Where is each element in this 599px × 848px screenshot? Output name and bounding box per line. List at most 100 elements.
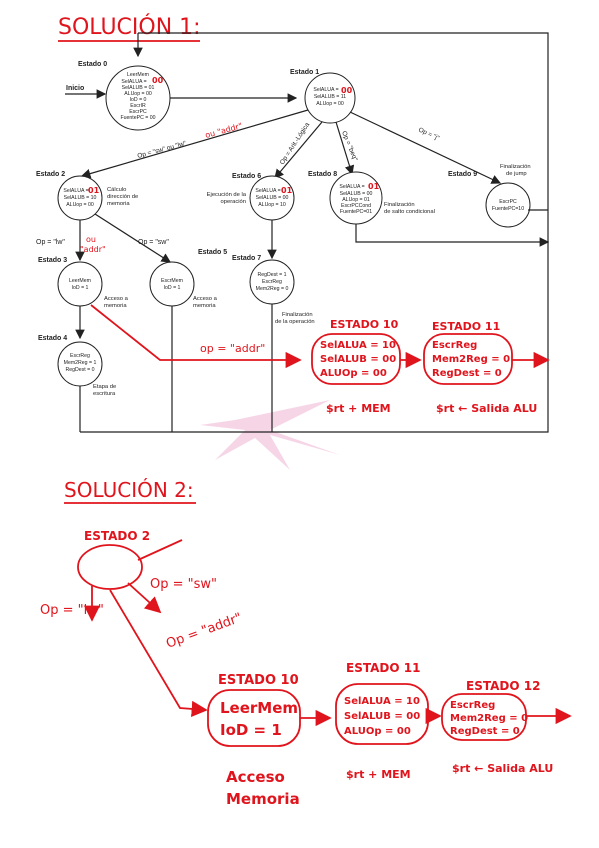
svg-text:Mem2Reg = 0: Mem2Reg = 0: [450, 713, 528, 724]
s1-estado-11-lines: EscrReg Mem2Reg = 0 RegDest = 0: [432, 340, 510, 379]
svg-text:RegDest = 0: RegDest = 0: [66, 367, 95, 373]
svg-text:memoria: memoria: [104, 303, 127, 309]
s1-estado-11-note: $rt ← Salida ALU: [436, 402, 537, 415]
s1-estado-11-box: [423, 333, 513, 385]
estado-6-note: Ejecución de la operación: [207, 192, 247, 205]
s2-estado-2-circle: [77, 544, 143, 590]
svg-text:IoD = 0: IoD = 0: [130, 97, 147, 103]
svg-text:SelALUB = 01: SelALUB = 01: [122, 85, 155, 91]
s2-label-op-lw: Op = "lw": [40, 603, 104, 618]
label-op-addr-red: ou "addr": [204, 121, 243, 140]
estado-6-red-value: 01: [281, 186, 293, 195]
svg-text:memoria: memoria: [107, 201, 130, 207]
svg-text:Mem2Reg = 0: Mem2Reg = 0: [256, 286, 289, 292]
svg-text:operación: operación: [221, 199, 246, 205]
svg-text:de la operación: de la operación: [275, 319, 315, 325]
estado-5-lines: EscrMem IoD = 1: [161, 278, 183, 291]
s2-label-op-addr: Op = "addr": [164, 610, 244, 651]
estado-4-lines: EscrReg Mem2Reg = 1 RegDest = 0: [64, 353, 97, 373]
label-op-addr: op = "addr": [200, 342, 265, 355]
solution-1-title: SOLUCIÓN 1:: [58, 14, 201, 40]
svg-text:SelALUB = 11: SelALUB = 11: [314, 94, 346, 100]
estado-7-name: Estado 7: [232, 255, 261, 262]
svg-text:RegDest = 1: RegDest = 1: [258, 272, 287, 278]
estado-8-lines: SelALUA = SelALUB = 00 ALUop = 01 EscrPC…: [339, 184, 372, 215]
svg-text:IoD = 1: IoD = 1: [72, 285, 89, 291]
estado-0-red-value: 00: [152, 76, 164, 85]
label-op-sw-lw: Op = "sw" ou "lw": [137, 140, 188, 160]
s2-estado-10-note: Acceso Memoria: [226, 768, 300, 808]
svg-text:ALUop = 00: ALUop = 00: [66, 202, 94, 208]
s1-estado-10-box: [311, 333, 401, 385]
estado-9-circle: [485, 182, 531, 228]
svg-text:FuentePC = 00: FuentePC = 00: [120, 115, 155, 121]
svg-text:Mem2Reg = 0: Mem2Reg = 0: [432, 354, 510, 365]
svg-text:IoD = 1: IoD = 1: [164, 285, 181, 291]
s1-estado-11-name: ESTADO 11: [432, 320, 500, 333]
svg-text:SelALUB = 00: SelALUB = 00: [340, 191, 373, 197]
label-op-j: Op = "j": [417, 126, 441, 142]
svg-text:SelALUB = 00: SelALUB = 00: [320, 354, 396, 365]
estado-2-name: Estado 2: [36, 171, 65, 178]
svg-text:Cálculo: Cálculo: [107, 187, 126, 193]
estado-3-circle: [57, 261, 103, 307]
estado-2-red-value: 01: [88, 186, 100, 195]
estado-9-name: Estado 9: [448, 171, 477, 178]
svg-text:Acceso: Acceso: [226, 768, 285, 786]
svg-text:escritura: escritura: [93, 391, 116, 397]
s2-estado-12-name: ESTADO 12: [466, 679, 540, 693]
estado-5-name: Estado 5: [198, 249, 227, 256]
estado-3-lines: LeerMem IoD = 1: [69, 278, 91, 291]
svg-text:Memoria: Memoria: [226, 790, 300, 808]
svg-text:SelALUA =: SelALUA =: [313, 87, 338, 93]
estado-6-name: Estado 6: [232, 173, 261, 180]
svg-text:SelALUB = 00: SelALUB = 00: [256, 195, 289, 201]
svg-text:SelALUA =: SelALUA =: [339, 184, 364, 190]
s2-label-op-sw: Op = "sw": [150, 577, 217, 592]
svg-text:LeerMem: LeerMem: [69, 278, 91, 284]
svg-text:ALUop = 01: ALUop = 01: [342, 197, 370, 203]
svg-text:SelALUB = 00: SelALUB = 00: [344, 711, 420, 722]
svg-text:IoD = 1: IoD = 1: [220, 721, 282, 739]
svg-text:SelALUB = 10: SelALUB = 10: [64, 195, 97, 201]
estado-3-note: Acceso a memoria: [104, 296, 129, 309]
estado-7-note: Finalización de la operación: [275, 312, 315, 325]
label-op-lw-red: ou: [86, 235, 96, 244]
s2-estado-2-name: ESTADO 2: [84, 529, 150, 543]
svg-text:EscrIR: EscrIR: [130, 103, 146, 109]
s1-estado-10-name: ESTADO 10: [330, 318, 399, 331]
svg-text:EscrPCCond: EscrPCCond: [341, 203, 371, 209]
s2-estado-10-lines: LeerMem IoD = 1: [220, 699, 298, 739]
svg-text:SelALUA = 10: SelALUA = 10: [320, 340, 396, 351]
svg-text:SelALUA = 10: SelALUA = 10: [344, 696, 420, 707]
svg-text:LeerMem: LeerMem: [127, 72, 149, 78]
label-op-sw: Op = "sw": [138, 239, 169, 246]
estado-1-circle: [304, 72, 356, 124]
s2-estado-11-lines: SelALUA = 10 SelALUB = 00 ALUOp = 00: [344, 696, 420, 737]
svg-text:Finalización: Finalización: [384, 202, 415, 208]
estado-2-note: Cálculo dirección de memoria: [107, 187, 138, 207]
svg-text:FuentePC=10: FuentePC=10: [492, 206, 524, 212]
svg-text:de salto condicional: de salto condicional: [384, 209, 435, 215]
svg-text:EscrReg: EscrReg: [70, 353, 90, 359]
svg-text:RegDest = 0: RegDest = 0: [432, 368, 502, 379]
svg-text:FuentePC=01: FuentePC=01: [340, 209, 372, 215]
svg-text:EscrPC: EscrPC: [129, 109, 147, 115]
svg-text:Etapa de: Etapa de: [93, 384, 116, 390]
estado-0-circle: [105, 65, 171, 131]
estado-9-note: Finalización de jump: [500, 164, 531, 177]
estado-9-lines: EscrPC FuentePC=10: [492, 199, 524, 212]
estado-5-circle: [149, 261, 195, 307]
svg-text:Acceso a: Acceso a: [193, 296, 218, 302]
svg-text:ALUOp = 00: ALUOp = 00: [344, 726, 411, 737]
s2-estado-12-note: $rt ← Salida ALU: [452, 762, 553, 775]
estado-1-name: Estado 1: [290, 69, 319, 76]
svg-text:Finalización: Finalización: [500, 164, 531, 170]
svg-text:EscrPC: EscrPC: [499, 199, 517, 205]
estado-4-name: Estado 4: [38, 335, 67, 342]
s2-estado-12-box: [441, 693, 527, 741]
s2-estado-11-name: ESTADO 11: [346, 661, 420, 675]
svg-text:LeerMem: LeerMem: [220, 699, 298, 717]
estado-8-note: Finalización de salto condicional: [384, 202, 435, 215]
s1-estado-10-lines: SelALUA = 10 SelALUB = 00 ALUOp = 00: [320, 340, 396, 379]
